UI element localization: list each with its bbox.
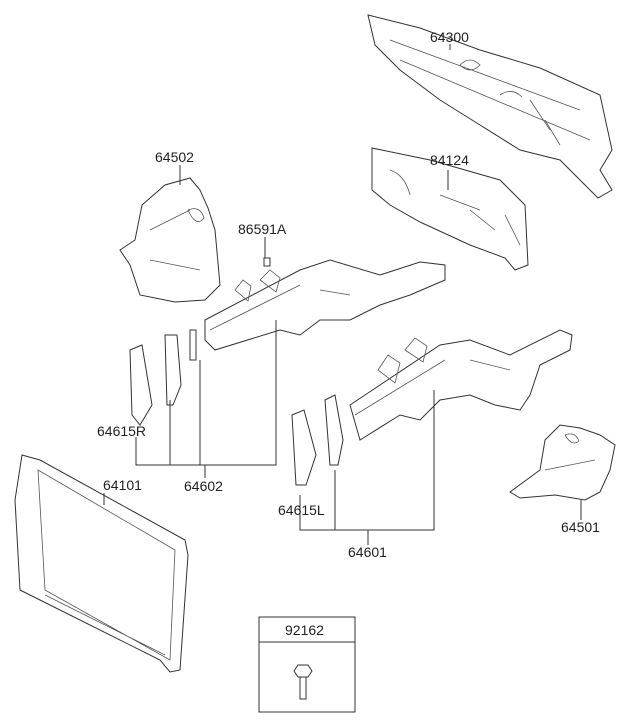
part-64101-radiator-support[interactable] bbox=[14, 454, 189, 673]
part-64602-side-member-rh[interactable] bbox=[129, 259, 446, 426]
label-92162: 92162 bbox=[285, 622, 324, 638]
label-64501: 64501 bbox=[561, 519, 600, 535]
part-86591A-clip[interactable] bbox=[263, 257, 271, 267]
label-84124: 84124 bbox=[430, 152, 469, 168]
part-64601-side-member-lh[interactable] bbox=[291, 329, 573, 486]
label-64602: 64602 bbox=[184, 478, 223, 494]
label-64615L: 64615L bbox=[278, 502, 325, 518]
label-64601: 64601 bbox=[348, 544, 387, 560]
part-64501-wheel-house-lh[interactable] bbox=[509, 424, 616, 501]
bolt-icon bbox=[293, 664, 313, 678]
part-64300-dash-panel[interactable] bbox=[367, 14, 613, 199]
part-92162-bolt-box[interactable] bbox=[258, 616, 356, 713]
leader-lines bbox=[103, 44, 582, 545]
label-64300: 64300 bbox=[430, 29, 469, 45]
label-64502: 64502 bbox=[155, 149, 194, 165]
part-64502-wheel-house[interactable] bbox=[119, 177, 221, 303]
label-86591A: 86591A bbox=[238, 221, 287, 237]
part-84124-insulator[interactable] bbox=[371, 147, 529, 271]
label-64615R: 64615R bbox=[97, 423, 146, 439]
label-64101: 64101 bbox=[103, 477, 142, 493]
